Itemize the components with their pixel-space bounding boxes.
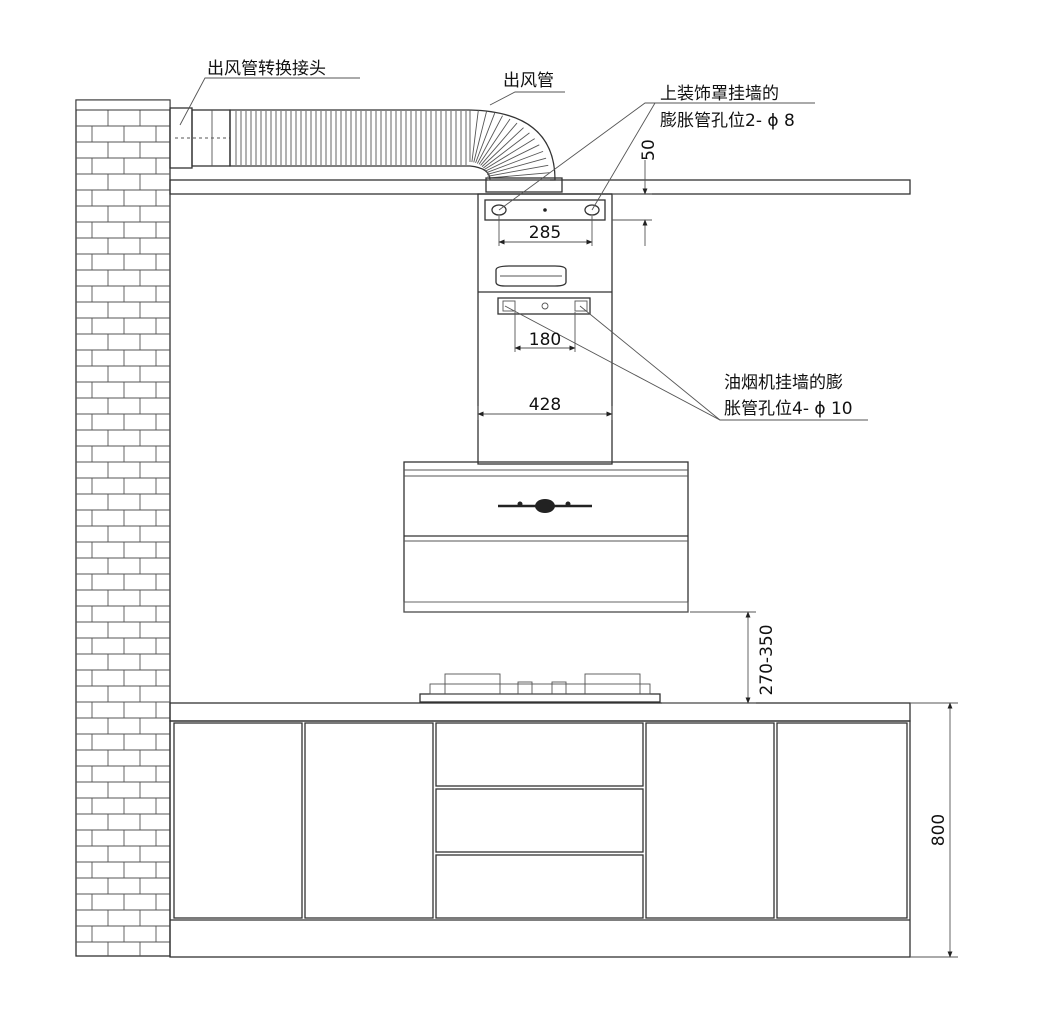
gas-hob [419, 673, 661, 703]
duct-adapter-label: 出风管转换接头 [207, 59, 326, 79]
cabinet-drawer [435, 788, 644, 853]
hood-body [403, 461, 689, 613]
dimension-180-text: 180 [529, 330, 561, 350]
dimension-50: 50 [612, 139, 659, 246]
dimension-428-text: 428 [529, 395, 561, 415]
cabinet-door [173, 722, 303, 919]
hood-holes-label-line2: 胀管孔位4- ϕ 10 [724, 399, 853, 419]
dimension-800: 800 [910, 702, 958, 958]
hood-holes-label-line1: 油烟机挂墙的膨 [724, 373, 843, 393]
dimension-50-text: 50 [639, 139, 659, 161]
cabinet-drawer [435, 854, 644, 919]
duct-adapter [169, 107, 231, 169]
brick-wall [75, 99, 171, 957]
upper-cover-bracket [477, 193, 613, 465]
cabinet-door [645, 722, 775, 919]
dimension-270-350: 270-350 [662, 611, 777, 704]
hood-mounting-bracket [497, 297, 591, 315]
cover-holes-label-line2: 膨胀管孔位2- ϕ 8 [660, 111, 795, 131]
dimension-285: 285 [498, 216, 593, 246]
cabinet-door [304, 722, 434, 919]
bracket-hole-right [584, 204, 600, 216]
dimension-285-text: 285 [529, 223, 561, 243]
fan-outlet-collar [478, 265, 612, 293]
cabinet-door [776, 722, 908, 919]
dimension-270-350-text: 270-350 [757, 624, 777, 695]
leader-lines [179, 77, 868, 421]
cabinet-unit [169, 702, 911, 958]
dimension-800-text: 800 [929, 814, 949, 846]
duct-label: 出风管 [503, 71, 554, 91]
flexible-duct [229, 109, 563, 193]
dimension-180: 180 [514, 312, 576, 352]
control-panel [498, 499, 592, 513]
bracket-hole-left [491, 204, 507, 216]
dimension-428: 428 [477, 395, 613, 420]
cabinet-drawer [435, 722, 644, 787]
cover-holes-label-line1: 上装饰罩挂墙的 [660, 84, 779, 104]
